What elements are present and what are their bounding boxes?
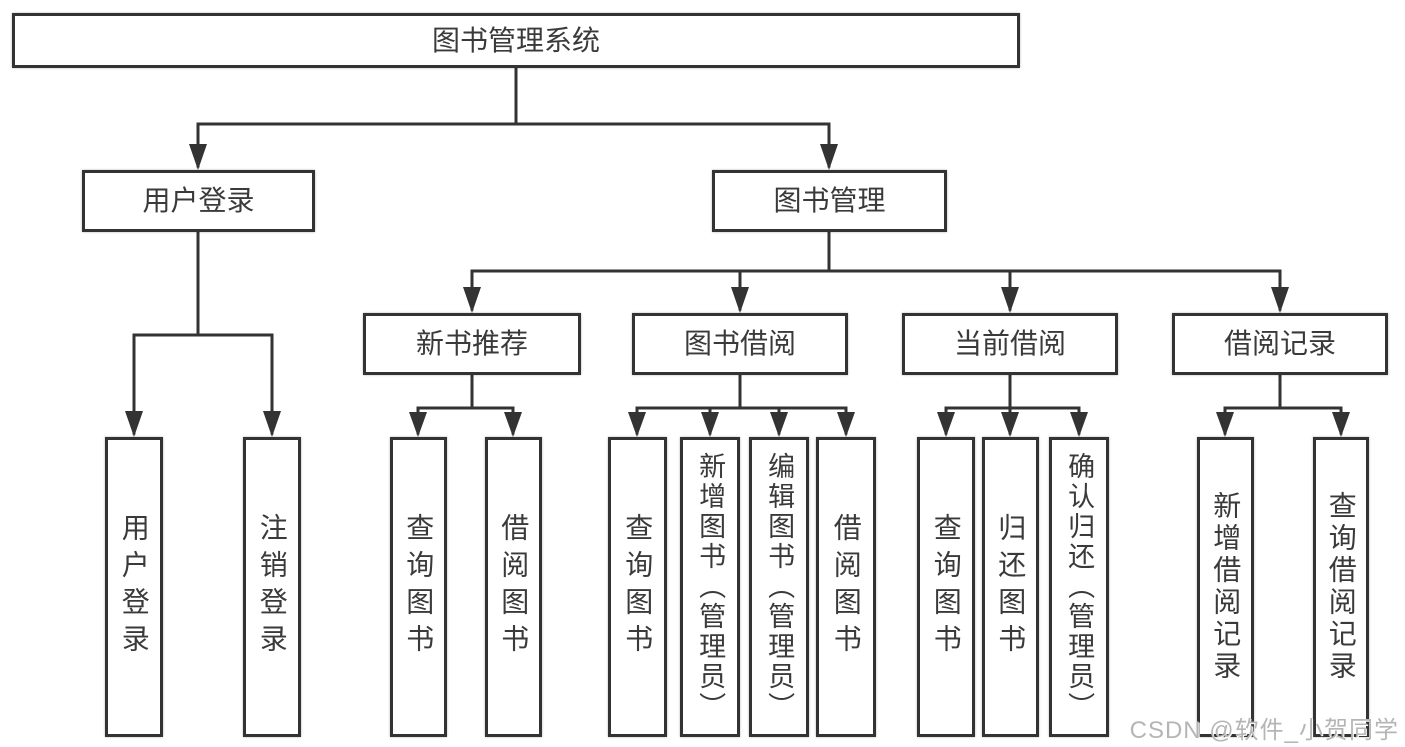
leaf-label: 新增图书（管理员）: [695, 452, 726, 722]
node-user-login: 用户登录: [82, 170, 315, 232]
leaf-label: 查询图书: [622, 513, 654, 661]
leaf-current-return-books: 归还图书: [982, 437, 1039, 737]
node-book-management: 图书管理: [712, 170, 947, 232]
node-current-borrowing: 当前借阅: [902, 313, 1118, 375]
edge-root-to-level2: [189, 66, 838, 170]
leaf-label: 借阅图书: [830, 513, 862, 661]
leaf-recommend-borrow-books: 借阅图书: [485, 437, 542, 737]
node-library-management-system: 图书管理系统: [12, 13, 1020, 68]
leaf-user-login: 用户登录: [105, 437, 163, 737]
leaf-recommend-query-books: 查询图书: [390, 437, 447, 737]
leaf-label: 查询借阅记录: [1325, 491, 1357, 683]
watermark-text: CSDN @软件_小贺同学: [1129, 717, 1399, 744]
leaf-borrowing-add-books-admin: 新增图书（管理员）: [680, 437, 740, 737]
leaf-current-confirm-return-admin: 确认归还（管理员）: [1049, 437, 1109, 737]
edge-borrowing-records-to-children: [1216, 373, 1350, 437]
edge-book-management-to-level3: [463, 230, 1289, 313]
leaf-borrowing-query-books: 查询图书: [608, 437, 667, 737]
leaf-records-query-borrow-record: 查询借阅记录: [1313, 437, 1369, 737]
leaf-label: 用户登录: [118, 513, 150, 661]
leaf-label: 借阅图书: [498, 513, 530, 661]
edge-user-login-to-children: [125, 230, 281, 437]
edge-new-book-recommendation-to-children: [409, 373, 522, 437]
leaf-borrowing-borrow-books: 借阅图书: [816, 437, 876, 737]
leaf-label: 确认归还（管理员）: [1064, 452, 1095, 722]
leaf-label: 查询图书: [930, 513, 962, 661]
leaf-label: 注销登录: [256, 513, 288, 661]
leaf-current-query-books: 查询图书: [917, 437, 975, 737]
edge-current-borrowing-to-children: [937, 373, 1088, 437]
node-borrowing-records: 借阅记录: [1172, 313, 1388, 375]
node-new-book-recommendation: 新书推荐: [363, 313, 581, 375]
leaf-label: 编辑图书（管理员）: [764, 452, 795, 722]
leaf-label: 查询图书: [403, 513, 435, 661]
node-book-borrowing: 图书借阅: [632, 313, 848, 375]
leaf-label: 归还图书: [995, 513, 1027, 661]
leaf-borrowing-edit-books-admin: 编辑图书（管理员）: [749, 437, 809, 737]
leaf-label: 新增借阅记录: [1210, 491, 1242, 683]
edge-book-borrowing-to-children: [628, 373, 855, 437]
leaf-logout-login: 注销登录: [243, 437, 301, 737]
leaf-records-add-borrow-record: 新增借阅记录: [1197, 437, 1254, 737]
